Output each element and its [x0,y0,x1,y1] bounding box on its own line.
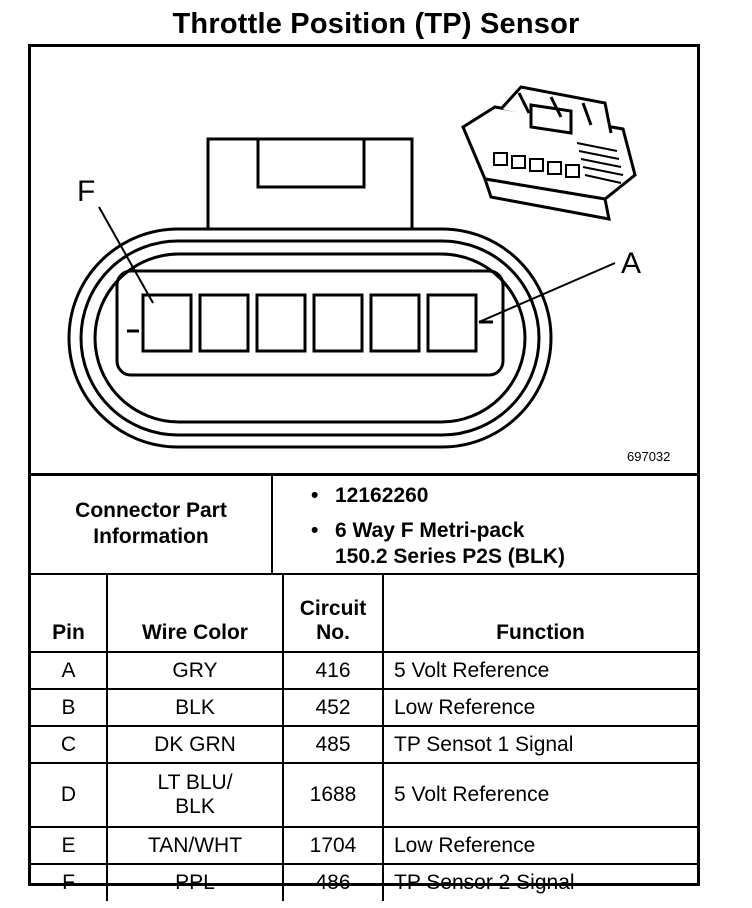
circuit-cell: 485 [282,725,384,764]
circuit-cell: 416 [282,651,384,690]
pin-cavity-a [426,293,478,353]
connector-part-details: • 12162260 • 6 Way F Metri-pack 150.2 Se… [311,483,565,570]
figure-number: 697032 [627,449,671,464]
pin-cavity-c [312,293,364,353]
pin-cavity-f [141,293,193,353]
pin-cavity-d [255,293,307,353]
wire-color-cell: BLK [106,688,284,727]
pin-cavity-b [369,293,421,353]
header-function: Function [382,573,697,653]
part-description-line1: 6 Way F Metri-pack [335,519,525,542]
wire-color-cell: DK GRN [106,725,284,764]
circuit-cell: 1704 [282,826,384,865]
connector-perspective-view [461,85,637,221]
pin-cell: A [31,651,108,690]
leader-line-f [98,206,154,304]
function-cell: Low Reference [382,688,697,727]
header-circuit-no: Circuit No. [282,573,384,653]
connector-face-illustration [67,85,637,449]
page-title: Throttle Position (TP) Sensor [172,8,580,40]
wire-color-cell: LT BLU/ BLK [106,762,284,828]
connector-part-label: Connector Part Information [75,499,227,548]
header-wire-color: Wire Color [106,573,284,653]
bullet-icon: • [311,484,319,507]
pin-cell: B [31,688,108,727]
part-number: 12162260 [335,484,429,507]
connector-part-info: Connector Part Information • 12162260 • … [31,475,697,573]
pin-table-header-row: Pin Wire Color Circuit No. Function [31,573,697,653]
wire-color-cell: PPL [106,863,284,901]
pin-cavities [141,293,478,353]
circuit-cell: 1688 [282,762,384,828]
divider [271,475,273,573]
circuit-cell: 452 [282,688,384,727]
divider [31,473,697,476]
part-description-line2: 150.2 Series P2S (BLK) [335,545,565,568]
pin-label-f: F [77,175,96,208]
function-cell: 5 Volt Reference [382,651,697,690]
wire-color-cell: GRY [106,651,284,690]
function-cell: 5 Volt Reference [382,762,697,828]
pin-cell: E [31,826,108,865]
connector-diagram: F A 697032 [31,47,697,475]
pin-cavity-e [198,293,250,353]
pin-cell: F [31,863,108,901]
function-cell: Low Reference [382,826,697,865]
function-cell: TP Sensor 2 Signal [382,863,697,901]
connector-info-frame: F A 697032 Connector Part Information • … [28,44,700,901]
pin-cell: C [31,725,108,764]
circuit-cell: 486 [282,863,384,901]
part-number-item: • 12162260 [311,483,565,509]
function-cell: TP Sensot 1 Signal [382,725,697,764]
pin-cell: D [31,762,108,828]
pin-label-a: A [621,247,642,280]
leader-line-a [478,262,616,323]
header-pin: Pin [31,573,108,653]
wire-color-cell: TAN/WHT [106,826,284,865]
bullet-icon: • [311,519,319,542]
part-description-item: • 6 Way F Metri-pack 150.2 Series P2S (B… [311,518,565,570]
